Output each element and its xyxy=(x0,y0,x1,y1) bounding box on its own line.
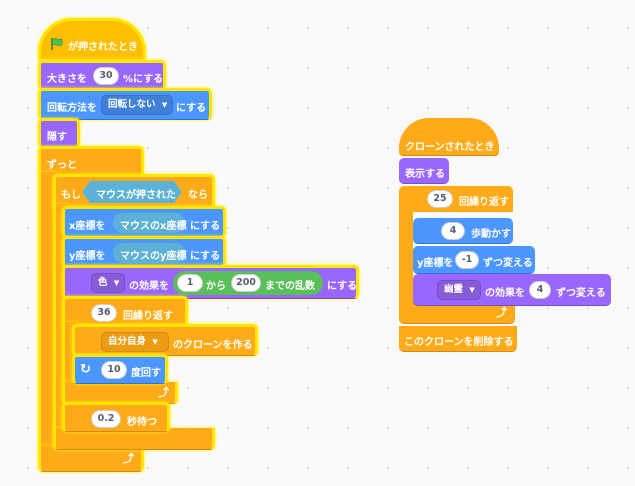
show-label: 表示する xyxy=(405,169,445,180)
set-effect-block[interactable]: 色 ▼ の効果を 1 から 200 までの乱数 にする xyxy=(62,265,359,299)
show-block[interactable]: 表示する xyxy=(399,158,449,184)
loop-arrow-icon: ⤴ xyxy=(496,306,507,319)
mouse-down-condition[interactable]: マウスが押された xyxy=(82,181,182,203)
set-y-prefix: y座標を xyxy=(69,251,106,262)
repeat-block[interactable]: 36 回繰り返す xyxy=(62,296,188,326)
move-steps-input[interactable]: 4 xyxy=(441,222,465,240)
set-y-suffix: にする xyxy=(190,251,221,262)
turn-right-block[interactable]: ↻ 10 度回す xyxy=(72,354,168,384)
repeat-count-input[interactable]: 36 xyxy=(91,304,117,322)
forever-arm xyxy=(38,172,56,450)
pick-random-reporter[interactable]: 1 から 200 までの乱数 xyxy=(173,271,323,295)
forever-bottom: ⤴ xyxy=(38,446,144,472)
change-effect-mid: の効果を xyxy=(485,288,525,299)
create-clone-block[interactable]: 自分自身 ▼ のクローンを作る xyxy=(72,324,258,356)
random-suffix: までの乱数 xyxy=(265,281,315,292)
clone-target-dropdown[interactable]: 自分自身 ▼ xyxy=(101,332,169,352)
random-to-input[interactable]: 200 xyxy=(231,274,261,292)
repeat-label: 回繰り返す xyxy=(123,311,173,322)
repeat-25-bottom: ⤴ xyxy=(399,302,515,324)
rotation-prefix: 回転方法を xyxy=(47,103,97,114)
effect-mid-label: の効果を xyxy=(129,281,169,292)
move-steps-label: 歩動かす xyxy=(471,229,511,240)
delete-clone-label: このクローンを削除する xyxy=(404,337,514,348)
forever-label: ずっと xyxy=(47,160,77,171)
rotation-style-dropdown[interactable]: 回転しない ▼ xyxy=(101,95,173,115)
delete-clone-block[interactable]: このクローンを削除する xyxy=(399,326,517,352)
chevron-down-icon: ▼ xyxy=(113,279,120,287)
mouse-y-reporter[interactable]: マウスのy座標 xyxy=(113,243,187,263)
when-flag-clicked-block[interactable]: が押されたとき xyxy=(38,18,146,62)
mouse-y-label: マウスのy座標 xyxy=(120,251,187,262)
if-bottom xyxy=(53,428,215,450)
wait-label: 秒待つ xyxy=(127,417,157,428)
forever-block[interactable]: ずっと xyxy=(38,146,144,175)
chevron-down-icon: ▼ xyxy=(469,286,475,294)
mouse-x-label: マウスのx座標 xyxy=(120,221,187,232)
mouse-x-reporter[interactable]: マウスのx座標 xyxy=(113,213,187,233)
rotate-right-icon: ↻ xyxy=(80,362,91,377)
chevron-down-icon: ▼ xyxy=(152,338,158,346)
random-from-word: から xyxy=(206,281,226,292)
mouse-down-label: マウスが押された xyxy=(96,190,176,201)
loop-arrow-icon: ⤴ xyxy=(158,386,169,399)
repeat-25-input[interactable]: 25 xyxy=(427,190,453,208)
clone-hat-label: クローンされたとき xyxy=(405,142,495,153)
set-x-block[interactable]: x座標を マウスのx座標 にする xyxy=(62,206,226,238)
repeat-25-block[interactable]: 25 回繰り返す xyxy=(399,186,513,212)
ghost-effect-value: 幽霊 xyxy=(444,284,464,295)
set-size-suffix: %にする xyxy=(123,74,164,85)
hide-label: 隠す xyxy=(47,132,67,143)
repeat-25-label: 回繰り返す xyxy=(459,197,509,208)
create-clone-label: のクローンを作る xyxy=(173,340,253,351)
chevron-down-icon: ▼ xyxy=(161,101,168,109)
set-y-block[interactable]: y座標を マウスのy座標 にする xyxy=(62,236,226,268)
hat-label: が押されたとき xyxy=(68,42,138,53)
effect-value: 色 xyxy=(98,277,108,288)
if-prefix: もし xyxy=(61,190,81,201)
repeat-bottom: ⤴ xyxy=(62,382,178,404)
if-suffix: なら xyxy=(188,190,208,201)
change-y-input[interactable]: -1 xyxy=(455,251,479,269)
change-effect-input[interactable]: 4 xyxy=(529,281,551,299)
turn-label: 度回す xyxy=(131,368,161,379)
rotation-suffix: にする xyxy=(176,103,207,114)
effect-suffix: にする xyxy=(327,281,358,292)
turn-degrees-input[interactable]: 10 xyxy=(101,361,127,379)
repeat-25-arm xyxy=(399,210,413,314)
set-size-prefix: 大きさを xyxy=(47,74,87,85)
change-y-suffix: ずつ変える xyxy=(483,258,533,269)
ghost-effect-dropdown[interactable]: 幽霊 ▼ xyxy=(437,280,481,300)
change-effect-block[interactable]: 幽霊 ▼ の効果を 4 ずつ変える xyxy=(413,274,611,306)
set-x-suffix: にする xyxy=(190,221,221,232)
move-steps-block[interactable]: 4 歩動かす xyxy=(413,218,513,244)
when-clone-starts-block[interactable]: クローンされたとき xyxy=(399,118,499,156)
clone-target-value: 自分自身 xyxy=(108,336,147,347)
change-effect-suffix: ずつ変える xyxy=(556,288,606,299)
if-block[interactable]: もし マウスが押された なら xyxy=(53,174,215,208)
change-y-block[interactable]: y座標を -1 ずつ変える xyxy=(413,246,535,274)
wait-seconds-input[interactable]: 0.2 xyxy=(91,410,121,428)
random-from-input[interactable]: 1 xyxy=(177,274,203,292)
size-value-input[interactable]: 30 xyxy=(93,67,119,85)
set-x-prefix: x座標を xyxy=(69,221,106,232)
hide-block[interactable]: 隠す xyxy=(38,118,80,148)
wait-block[interactable]: 0.2 秒待つ xyxy=(62,402,170,432)
change-y-prefix: y座標を xyxy=(417,258,454,269)
set-rotation-style-block[interactable]: 回転方法を 回転しない ▼ にする xyxy=(38,88,212,120)
rotation-style-value: 回転しない xyxy=(108,99,156,110)
set-size-block[interactable]: 大きさを 30 %にする xyxy=(38,60,166,90)
effect-dropdown[interactable]: 色 ▼ xyxy=(91,273,125,293)
green-flag-icon xyxy=(50,37,64,51)
loop-arrow-icon: ⤴ xyxy=(123,452,134,465)
